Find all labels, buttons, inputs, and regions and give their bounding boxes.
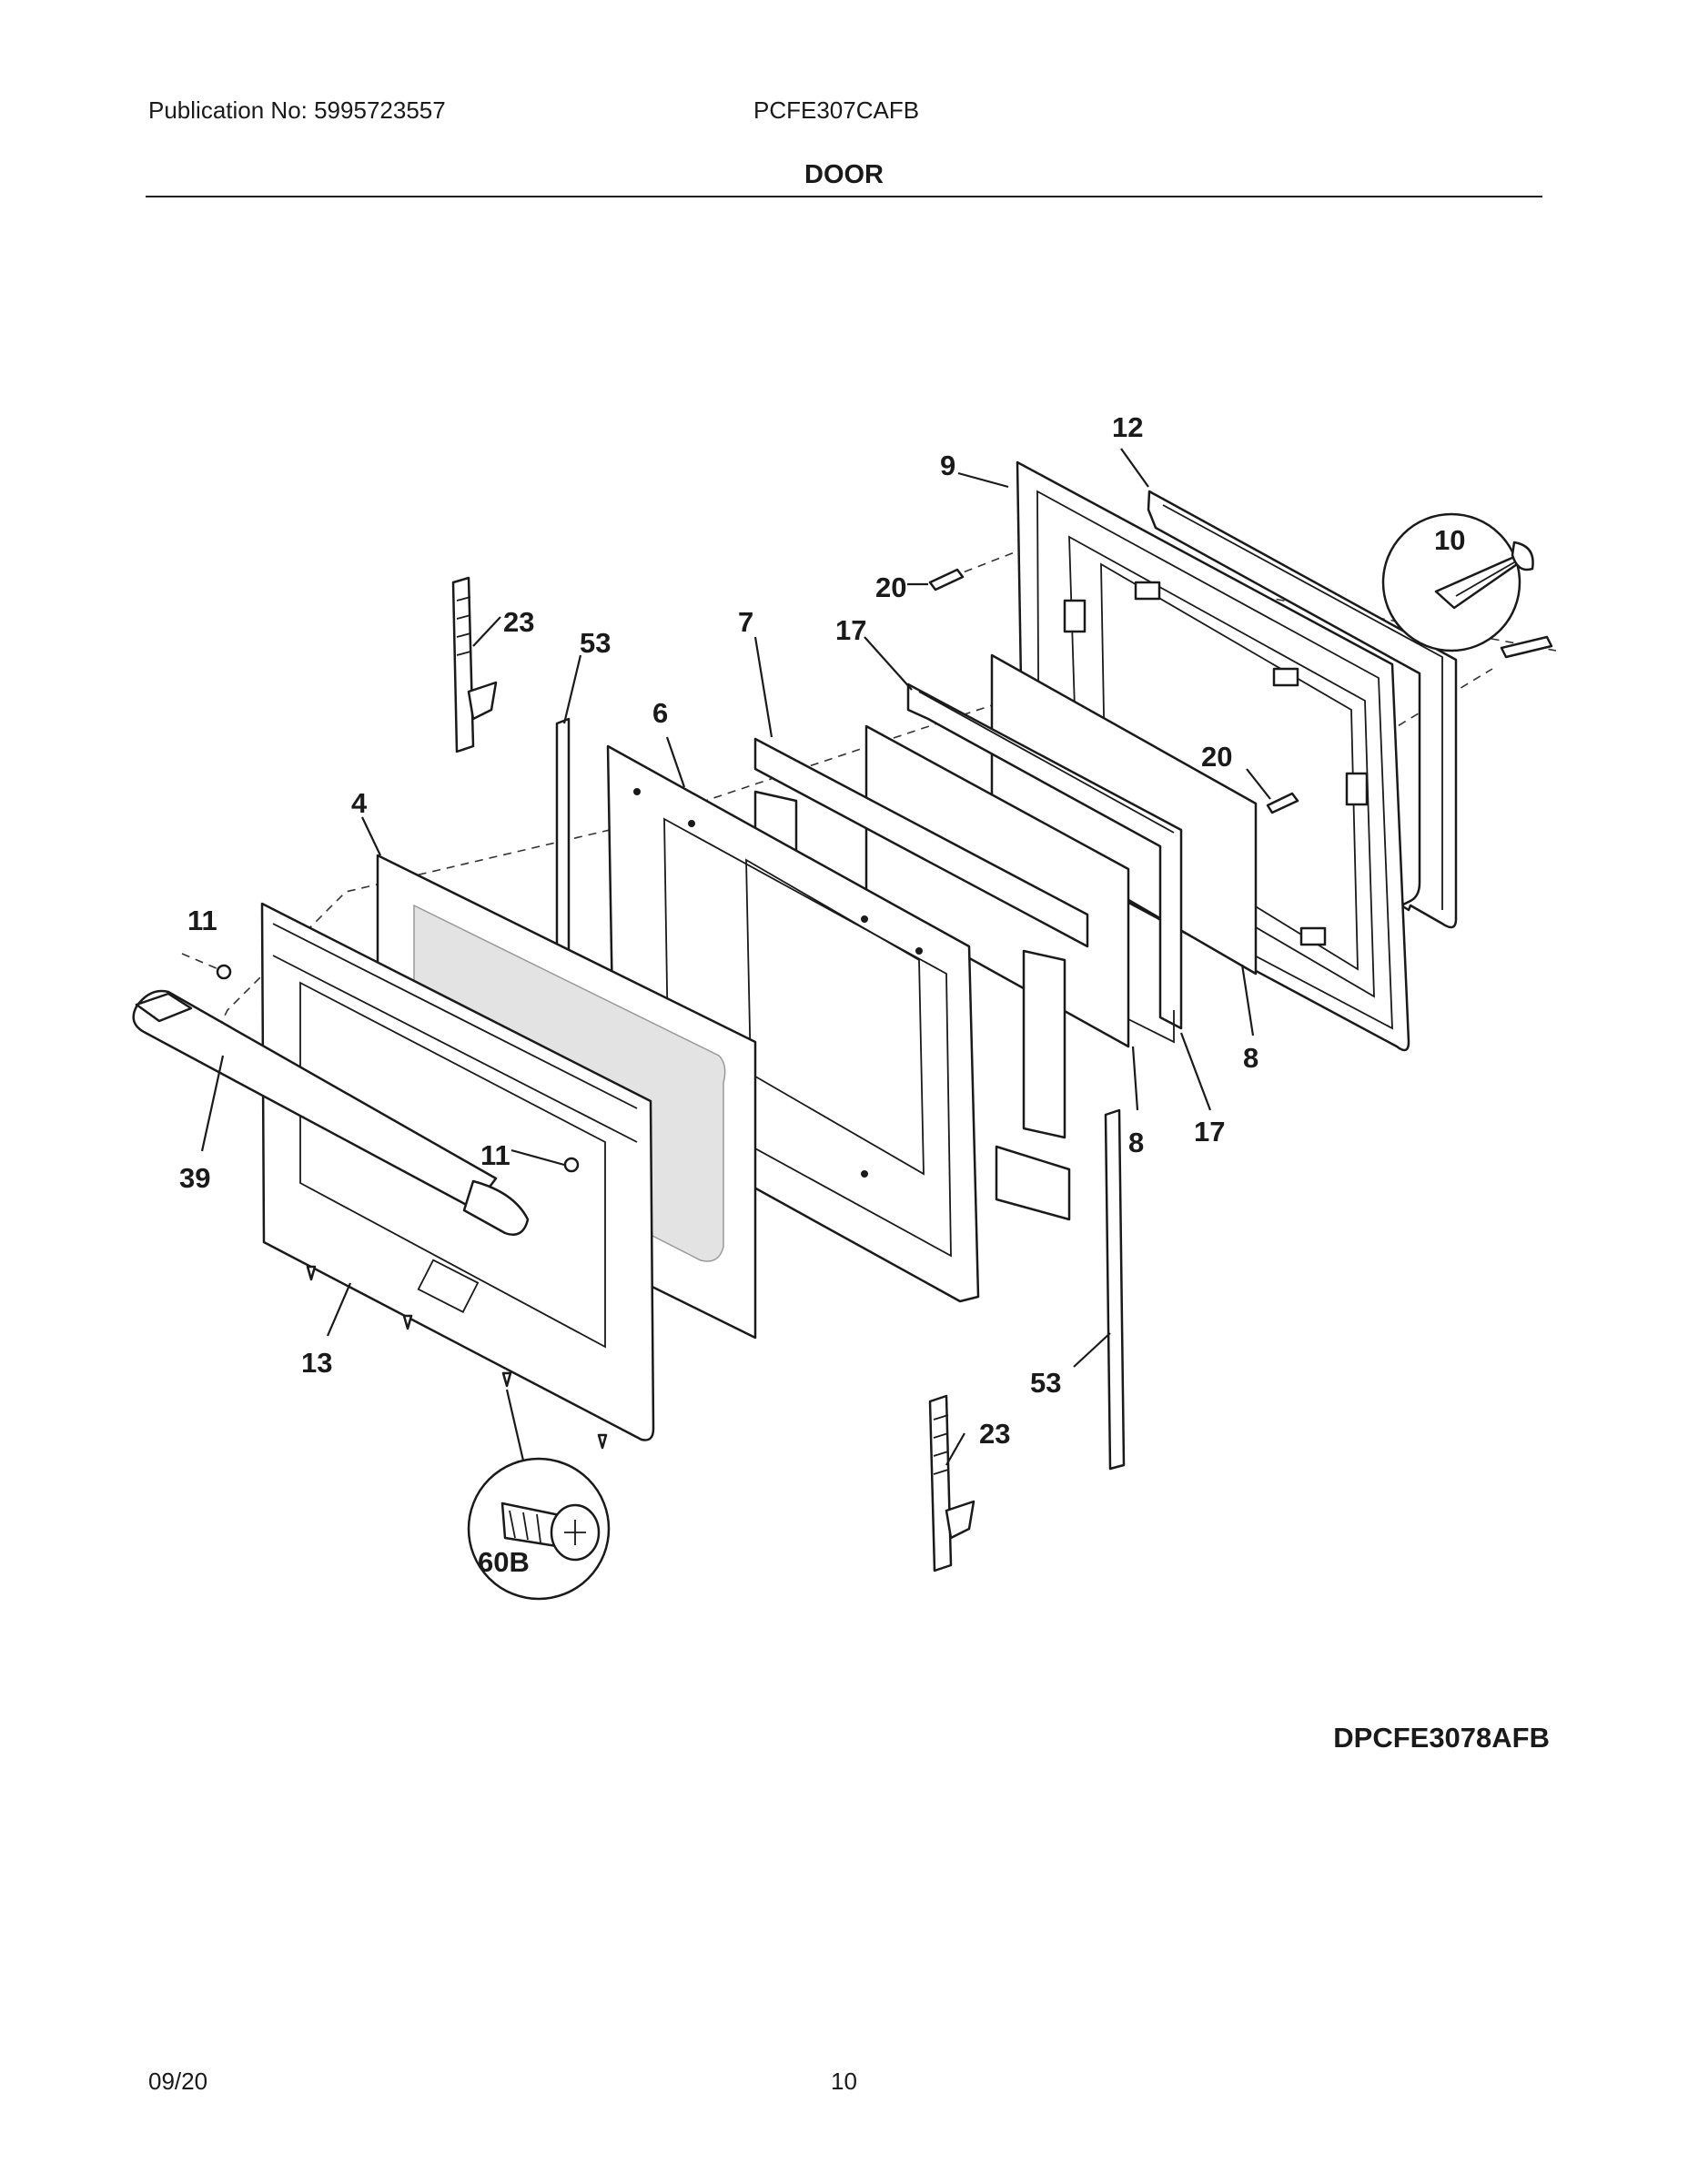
part-11-screws — [181, 953, 580, 1173]
footer-date: 09/20 — [148, 2068, 208, 2095]
callout-11a: 11 — [187, 905, 217, 936]
callout-20a: 20 — [875, 571, 906, 603]
leader-lines — [200, 448, 1271, 1466]
callout-39: 39 — [179, 1162, 210, 1194]
callout-20b: 20 — [1201, 741, 1232, 773]
part-60b-screw-detail — [467, 1389, 611, 1601]
callout-7: 7 — [738, 606, 753, 638]
part-17-glass-retainer — [906, 682, 1183, 1044]
callout-17a: 17 — [835, 614, 866, 646]
callout-53a: 53 — [580, 627, 611, 659]
diagram-code: DPCFE3078AFB — [1333, 1722, 1550, 1754]
callout-23b: 23 — [979, 1418, 1010, 1450]
callout-13: 13 — [301, 1347, 332, 1379]
callout-60b: 60B — [478, 1546, 530, 1578]
model-number: PCFE307CAFB — [753, 96, 920, 124]
part-10-screw-detail — [1381, 512, 1553, 659]
section-title: DOOR — [804, 160, 884, 189]
callout-8a: 8 — [1243, 1042, 1258, 1074]
callout-10: 10 — [1434, 524, 1465, 556]
part-20-clips — [928, 568, 1299, 814]
part-39-handle — [132, 989, 530, 1236]
callout-23a: 23 — [503, 606, 534, 638]
callout-numbers: 12 9 10 20 23 53 7 17 6 20 4 11 8 11 17 … — [179, 411, 1465, 1578]
part-23-hinges — [451, 576, 975, 1572]
callout-4: 4 — [351, 787, 368, 819]
callout-17b: 17 — [1194, 1116, 1225, 1148]
part-53-side-channels — [555, 717, 1126, 1471]
bottom-screws — [306, 1265, 608, 1450]
header-rule — [146, 196, 1542, 197]
callout-8b: 8 — [1128, 1127, 1144, 1158]
publication-number: Publication No: 5995723557 — [148, 96, 446, 124]
callout-12: 12 — [1112, 411, 1143, 443]
callout-6: 6 — [652, 697, 668, 729]
callout-9: 9 — [940, 450, 955, 481]
page-number: 10 — [831, 2068, 857, 2095]
callout-11b: 11 — [480, 1139, 510, 1171]
callout-53b: 53 — [1030, 1367, 1061, 1399]
